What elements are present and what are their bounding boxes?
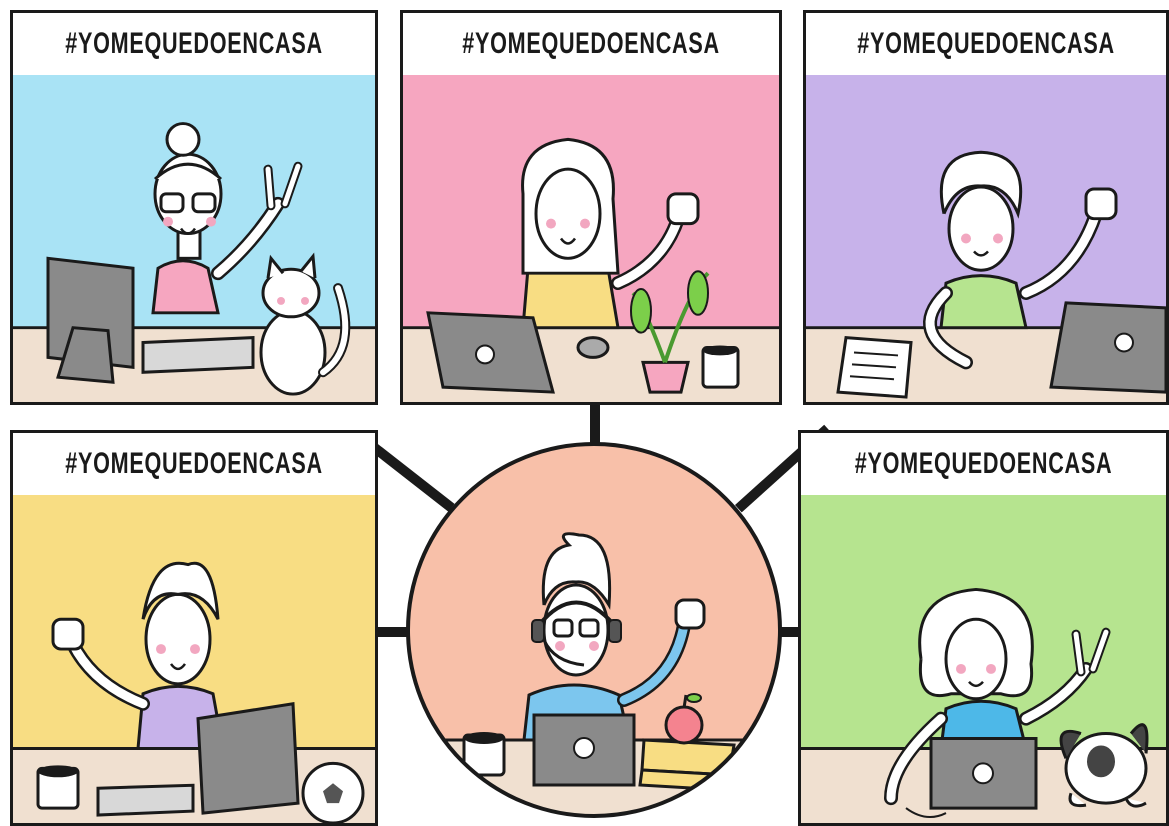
scene-woman-dog xyxy=(801,495,1166,823)
apple-icon xyxy=(664,693,704,745)
plant-icon xyxy=(630,270,710,394)
laptop-icon xyxy=(929,737,1038,810)
glasses-icon xyxy=(552,618,574,638)
panel-scene xyxy=(801,495,1166,823)
panel-scene xyxy=(13,75,375,402)
center-circle xyxy=(404,440,784,820)
scene-curly-hair-documents xyxy=(806,75,1166,402)
panel-scene xyxy=(403,75,779,402)
mug-icon xyxy=(36,765,80,810)
laptop-icon xyxy=(426,311,555,394)
panel-top-left: #YOMEQUEDOENCASA xyxy=(10,10,378,405)
dog-icon xyxy=(1059,723,1149,808)
panel-top-right: #YOMEQUEDOENCASA xyxy=(803,10,1169,405)
soccer-ball-icon xyxy=(301,761,365,823)
panel-hashtag: #YOMEQUEDOENCASA xyxy=(455,13,727,75)
panel-bottom-left: #YOMEQUEDOENCASA xyxy=(10,430,378,826)
laptop-icon xyxy=(1049,301,1166,394)
panel-hashtag: #YOMEQUEDOENCASA xyxy=(856,13,1116,75)
cat-icon xyxy=(259,252,351,396)
mouse-icon xyxy=(576,336,610,359)
computer-icon xyxy=(46,256,255,384)
panel-top-middle: #YOMEQUEDOENCASA xyxy=(400,10,782,405)
panel-bottom-right: #YOMEQUEDOENCASA xyxy=(798,430,1169,826)
connector-left xyxy=(378,627,418,637)
connector-right xyxy=(772,627,812,637)
scene-boy-soccer xyxy=(13,495,375,823)
panel-hashtag: #YOMEQUEDOENCASA xyxy=(63,433,325,495)
panel-hashtag: #YOMEQUEDOENCASA xyxy=(852,433,1115,495)
glasses-icon xyxy=(159,192,185,214)
panel-hashtag: #YOMEQUEDOENCASA xyxy=(63,13,325,75)
connector-top-middle xyxy=(590,402,600,450)
mouse-icon xyxy=(905,807,947,819)
mug-icon xyxy=(701,345,740,389)
scene-grandma-cat xyxy=(13,75,375,402)
panel-scene xyxy=(13,495,375,823)
documents-icon xyxy=(836,336,913,399)
mug-icon xyxy=(462,732,506,777)
headset-icon xyxy=(531,600,622,667)
laptop-icon xyxy=(532,713,636,787)
computer-icon xyxy=(96,701,300,817)
scene-host-headset xyxy=(406,442,782,818)
panel-scene xyxy=(806,75,1166,402)
scene-woman-plant xyxy=(403,75,779,402)
